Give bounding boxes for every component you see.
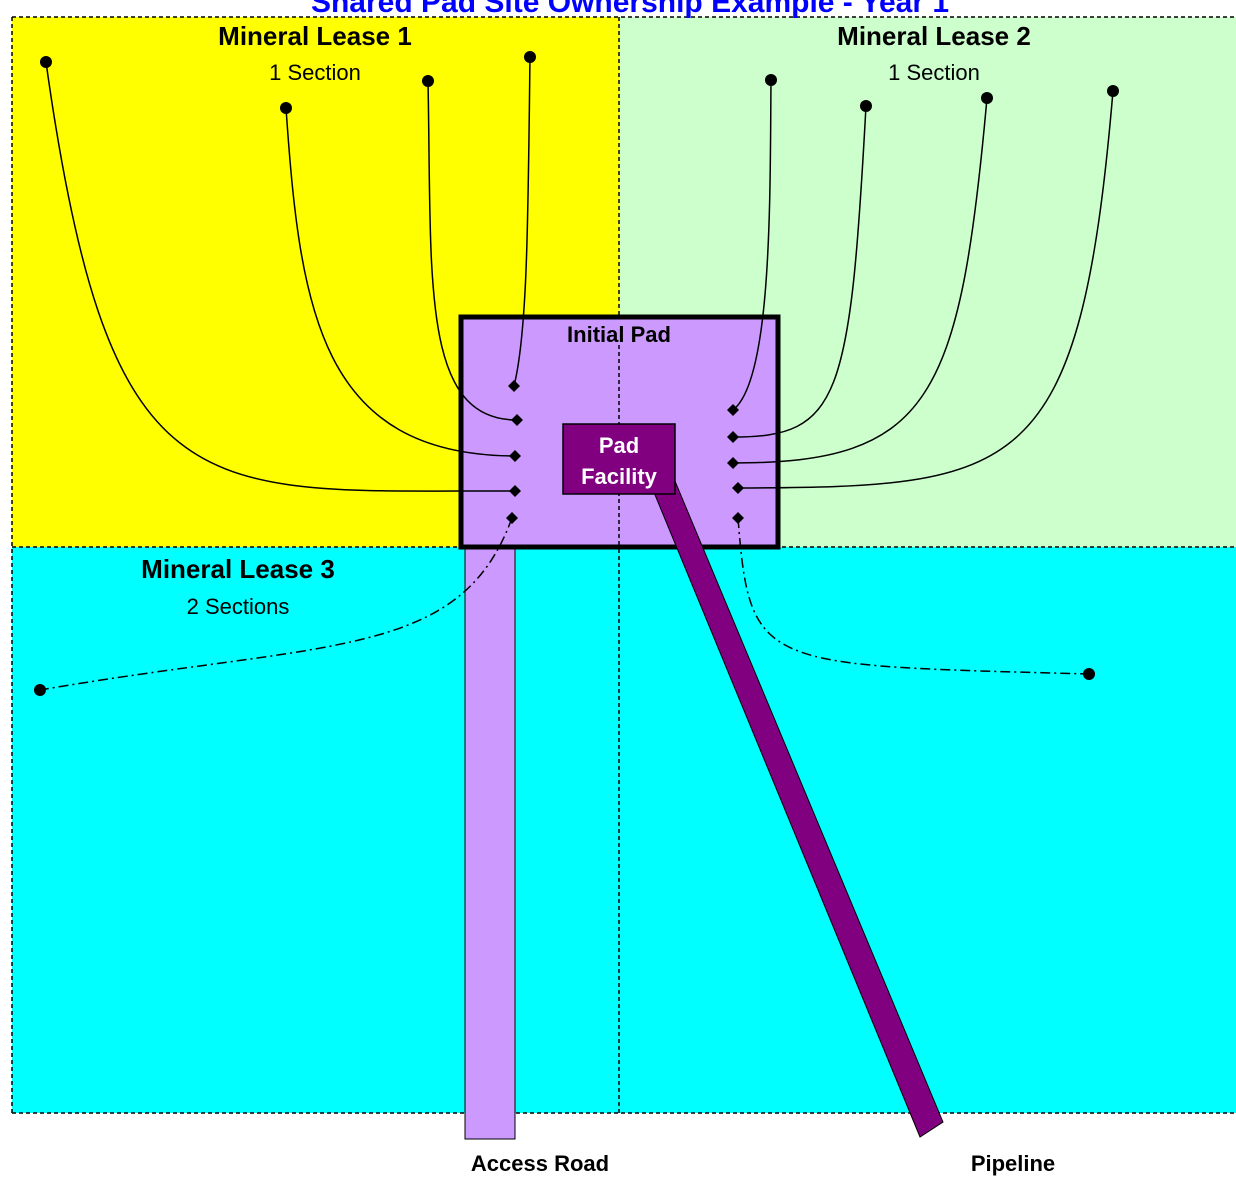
well-path-l2-a	[732, 79, 772, 411]
pipeline-label: Pipeline	[971, 1151, 1055, 1176]
wellhead-marker	[508, 380, 520, 392]
drilled-well-paths	[45, 56, 1114, 492]
bottom-hole-marker	[40, 56, 52, 68]
bottom-hole-marker	[280, 102, 292, 114]
wellhead-marker	[727, 404, 739, 416]
diagram-title: Shared Pad Site Ownership Example - Year…	[311, 0, 949, 19]
bottom-hole-marker	[860, 100, 872, 112]
well-path-l2-d	[737, 90, 1114, 489]
wellhead-marker	[732, 512, 744, 524]
bottom-hole-marker	[1107, 85, 1119, 97]
wellhead-marker	[509, 485, 521, 497]
well-path-l1-b	[285, 107, 516, 457]
bottom-hole-marker	[34, 684, 46, 696]
access-road	[464, 546, 516, 1140]
bottom-hole-marker	[1083, 668, 1095, 680]
mineral-lease-3-size: 2 Sections	[187, 594, 290, 619]
bottom-hole-marker	[981, 92, 993, 104]
bottom-hole-markers	[34, 51, 1119, 696]
wellhead-markers	[506, 380, 744, 524]
mineral-lease-2-name: Mineral Lease 2	[837, 21, 1031, 51]
bottom-hole-marker	[422, 75, 434, 87]
well-path-l1-c	[427, 80, 518, 421]
mineral-lease-3-name: Mineral Lease 3	[141, 554, 335, 584]
bottom-hole-marker	[765, 74, 777, 86]
planned-path-lease3-east	[737, 517, 1090, 675]
initial-pad-label: Initial Pad	[567, 322, 671, 347]
pad-facility-label-line2: Facility	[581, 464, 658, 489]
well-path-l2-b	[732, 105, 867, 438]
mineral-lease-1-size: 1 Section	[269, 60, 361, 85]
wellhead-marker	[727, 431, 739, 443]
mineral-lease-1-name: Mineral Lease 1	[218, 21, 412, 51]
wellhead-marker	[732, 482, 744, 494]
wellhead-marker	[727, 457, 739, 469]
planned-well-paths	[39, 517, 1090, 691]
wellhead-marker	[506, 512, 518, 524]
planned-path-lease3-west	[39, 517, 513, 691]
wellhead-marker	[509, 450, 521, 462]
bottom-hole-marker	[524, 51, 536, 63]
mineral-lease-3-area	[12, 547, 1236, 1113]
wellhead-marker	[511, 414, 523, 426]
well-path-l1-a	[45, 61, 516, 492]
well-path-l1-d	[513, 56, 531, 387]
pad-facility	[562, 423, 676, 495]
pad-facility-label-line1: Pad	[599, 433, 639, 458]
well-path-l2-c	[732, 97, 988, 464]
mineral-lease-2-size: 1 Section	[888, 60, 980, 85]
access-road-label: Access Road	[471, 1151, 609, 1176]
